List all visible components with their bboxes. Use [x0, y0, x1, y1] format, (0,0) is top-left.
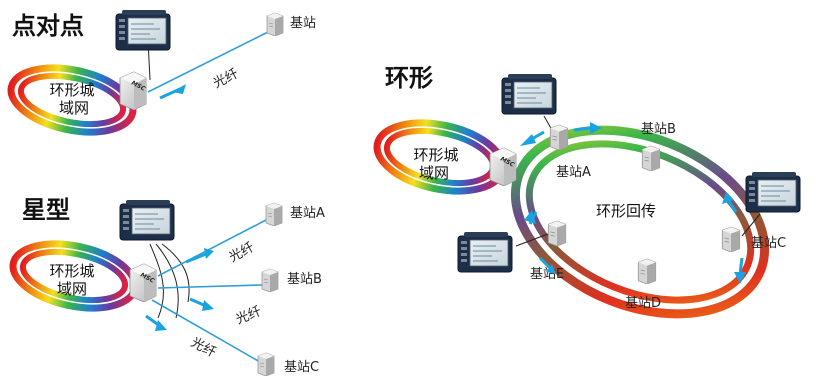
backhaul-ring: 环形回传 [510, 125, 770, 319]
metro-ring-left: 环形城 域网 [373, 119, 507, 195]
test-device-icon[interactable] [501, 73, 557, 115]
base-station-icon [257, 352, 275, 376]
fiber-link-a [157, 219, 267, 277]
base-station-icon [641, 145, 661, 171]
base-station-icon [266, 12, 284, 36]
fiber-link-p2p [147, 31, 269, 93]
station-label-b: 基站B [287, 272, 322, 287]
arrow-icon [546, 264, 556, 274]
base-station-icon [721, 226, 741, 252]
base-station-icon [547, 220, 567, 246]
arrow-icon [202, 300, 214, 311]
arrow-icon [734, 272, 746, 284]
section-point-to-point: 点对点 环形城 域网 MSC 光纤 基站 [7, 9, 316, 136]
base-station-icon [261, 268, 279, 292]
fiber-label: 光纤 [227, 240, 257, 265]
arrow-icon [204, 248, 214, 259]
station-label-c: 基站C [284, 360, 319, 375]
section-ring: 环形 环形城 域网 环形回传 MSC 基站A 基站B 基站C [373, 64, 801, 319]
ring-label-line1: 环形城 [413, 146, 458, 164]
arrow-icon [722, 192, 734, 204]
backhaul-label: 环形回传 [596, 202, 656, 220]
station-label-a: 基站A [556, 165, 591, 180]
base-station-icon [265, 202, 283, 226]
ring-label-line2: 域网 [59, 99, 89, 117]
test-device-icon[interactable] [119, 199, 175, 241]
tester-cable [161, 243, 190, 303]
base-station-icon [637, 258, 657, 284]
ring-label-line2: 域网 [57, 280, 87, 298]
station-label-d: 基站D [625, 296, 661, 311]
fiber-link-c [151, 299, 261, 363]
station-label-b: 基站B [641, 122, 676, 137]
fiber-label: 光纤 [188, 335, 218, 360]
section-title-star: 星型 [22, 196, 70, 224]
arrow-icon [524, 210, 536, 224]
ring-label-line1: 环形城 [49, 81, 94, 99]
msc-switch: MSC [119, 71, 147, 110]
tester-cable [543, 115, 553, 131]
tester-cable [515, 233, 549, 247]
arrow-icon [590, 122, 602, 134]
arrow-icon [520, 134, 536, 146]
station-label-e: 基站E [530, 267, 564, 282]
test-device-icon[interactable] [115, 9, 171, 51]
metro-ring-star: 环形城 域网 [9, 240, 139, 312]
test-device-icon[interactable] [457, 231, 513, 273]
station-label-a: 基站A [290, 206, 325, 221]
arrow-icon [155, 320, 167, 331]
msc-switch: MSC [489, 147, 517, 186]
fiber-label: 光纤 [234, 304, 264, 328]
fiber-label: 光纤 [211, 66, 241, 91]
tester-cable [149, 243, 164, 319]
fiber-link-b [157, 284, 263, 289]
station-label-c: 基站C [751, 236, 786, 251]
section-title-p2p: 点对点 [12, 12, 84, 40]
tester-cable [155, 243, 179, 319]
ring-label-line1: 环形城 [49, 262, 94, 280]
section-title-ring: 环形 [385, 64, 433, 92]
metro-ring-p2p: 环形城 域网 [7, 64, 137, 136]
tester-cable [741, 213, 761, 237]
msc-switch: MSC [129, 263, 157, 302]
ring-label-line2: 域网 [419, 164, 449, 182]
station-label: 基站 [290, 16, 316, 31]
base-station-icon [549, 124, 569, 150]
test-device-icon[interactable] [745, 171, 801, 213]
section-star: 星型 环形城 域网 MSC 光纤 光纤 光纤 基站A 基站B [9, 196, 325, 376]
